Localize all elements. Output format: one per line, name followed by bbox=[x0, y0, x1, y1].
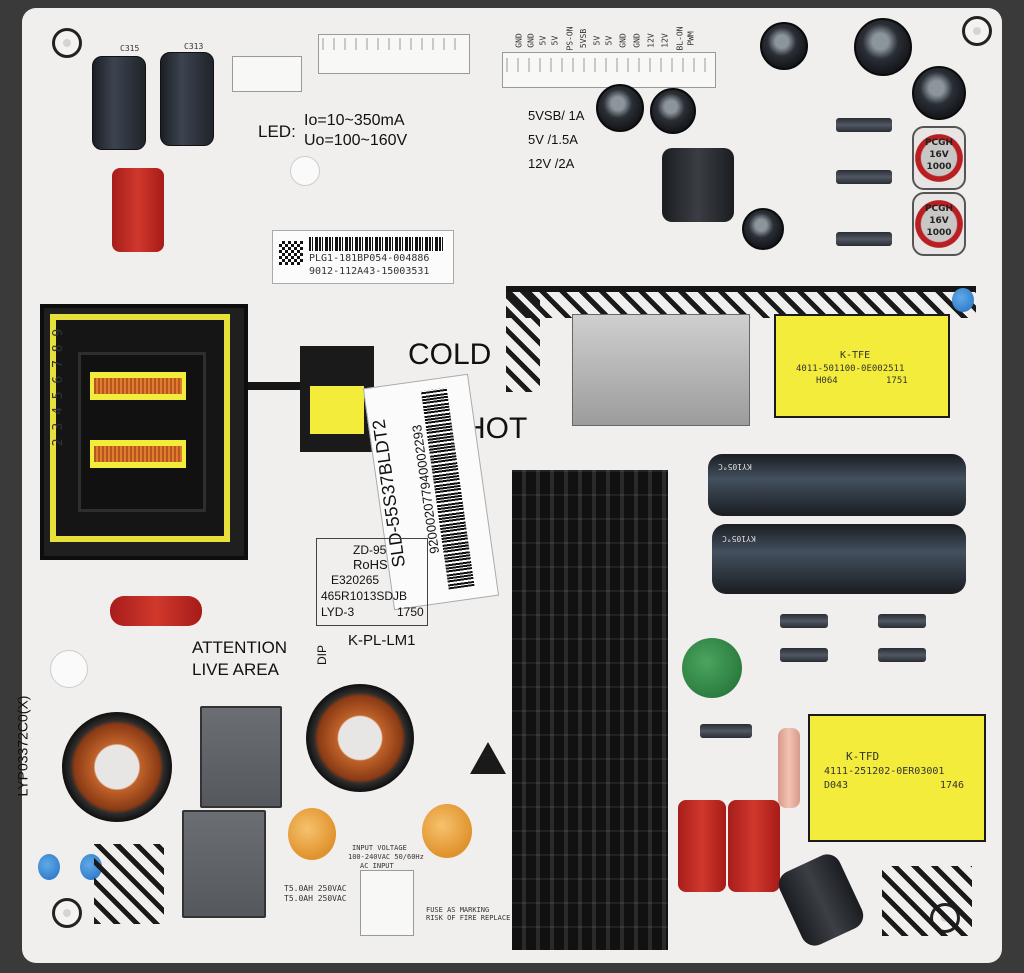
cold-label: COLD bbox=[408, 338, 492, 371]
led-current-spec: Io=10~350mA bbox=[304, 112, 405, 129]
bulk-capacitor: KY105°C bbox=[712, 524, 966, 594]
isolation-hatch bbox=[506, 292, 976, 318]
output-5vsb-spec: 5VSB/ 1A bbox=[528, 108, 585, 123]
electrolytic-capacitor bbox=[742, 208, 784, 250]
rohs-mark: RoHS bbox=[353, 557, 388, 572]
main-transformer bbox=[40, 304, 248, 560]
x-capacitor bbox=[200, 706, 282, 808]
sticker1-line1: PLG1-181BP054-004886 bbox=[309, 253, 430, 264]
ul-code: E320265 bbox=[331, 573, 380, 587]
led-label: LED: bbox=[258, 122, 296, 141]
mounting-hole bbox=[962, 16, 992, 46]
input-range-label: 100-240VAC 50/60Hz bbox=[348, 853, 424, 861]
serial-sticker: PLG1-181BP054-004886 9012-112A43-1500353… bbox=[272, 230, 454, 284]
input-voltage-label: INPUT VOLTAGE bbox=[352, 844, 407, 852]
standoff bbox=[50, 650, 88, 688]
diode bbox=[755, 614, 828, 628]
x-capacitor bbox=[182, 810, 266, 918]
ac-input-label: AC INPUT bbox=[360, 862, 394, 870]
isolation-hatch bbox=[882, 866, 972, 936]
model-code: LYP03372C0(X) bbox=[14, 695, 31, 797]
varistor bbox=[682, 638, 742, 698]
pcb-board: C315 C313 LED: Io=10~350mA Uo=100~160V P… bbox=[14, 8, 1002, 963]
electrolytic-capacitor bbox=[760, 22, 808, 70]
fire-replace-warning: RISK OF FIRE REPLACE bbox=[426, 914, 511, 922]
diode bbox=[853, 648, 926, 662]
live-area-label: LIVE AREA bbox=[192, 660, 279, 679]
common-mode-choke bbox=[306, 684, 414, 792]
led-connector bbox=[232, 56, 302, 92]
capacitor-1000uf: PCGH 16V 1000 bbox=[912, 192, 966, 256]
y-capacitor bbox=[38, 854, 60, 880]
date-code: 1750 bbox=[397, 605, 424, 619]
fuse-rating: T5.0AH 250VAC bbox=[284, 884, 347, 893]
disc-capacitor bbox=[422, 804, 472, 858]
electrolytic-capacitor bbox=[596, 84, 644, 132]
attention-label: ATTENTION bbox=[192, 638, 288, 657]
y-capacitor bbox=[952, 288, 974, 312]
transformer-ktfe: K-TFE 4011-501100-0E002511 H064 1751 bbox=[774, 314, 950, 418]
certification-block: ZD-95 RoHS E320265 465R1013SDJB LYD-3 17… bbox=[316, 538, 428, 626]
high-voltage-warning-icon bbox=[470, 742, 506, 774]
disc-capacitor bbox=[288, 808, 336, 860]
film-capacitor bbox=[110, 596, 202, 626]
pl-code: K-PL-LM1 bbox=[348, 632, 416, 649]
fuse-rating-2: T5.0AH 250VAC bbox=[284, 894, 347, 903]
mounting-hole bbox=[52, 898, 82, 928]
rectifier-diode bbox=[811, 118, 895, 132]
standby-transformer bbox=[300, 346, 374, 452]
diode bbox=[675, 724, 753, 738]
inductor bbox=[774, 849, 868, 951]
bulk-capacitor: KY105°C bbox=[708, 454, 966, 516]
electrolytic-capacitor bbox=[650, 88, 696, 134]
mosfet-bracket bbox=[572, 314, 750, 426]
lyd-code: LYD-3 bbox=[321, 605, 355, 619]
rectifier-diode bbox=[811, 232, 895, 246]
qr-code bbox=[279, 241, 303, 265]
capacitor-1000uf: PCGH 16V 1000 bbox=[912, 126, 966, 190]
connector-pin-labels: GND GND 5V 5V PS-ON 5VSB 5V 5V GND GND 1… bbox=[514, 26, 696, 51]
electrolytic-capacitor bbox=[160, 52, 214, 146]
electrolytic-capacitor bbox=[854, 18, 912, 76]
output-5v-spec: 5V /1.5A bbox=[528, 132, 578, 147]
mounting-hole bbox=[52, 28, 82, 58]
standoff bbox=[290, 156, 320, 186]
output-12v-spec: 12V /2A bbox=[528, 156, 575, 171]
led-voltage-spec: Uo=100~160V bbox=[304, 132, 408, 149]
fuse-marking: FUSE AS MARKING bbox=[426, 906, 490, 914]
isolation-hatch bbox=[506, 292, 540, 392]
diode bbox=[755, 648, 828, 662]
ruler-digits: 2 3 4 5 6 7 8 9 bbox=[51, 328, 67, 447]
ac-input-connector bbox=[360, 870, 414, 936]
sticker1-line2: 9012-112A43-15003531 bbox=[309, 266, 430, 277]
isolation-hatch bbox=[94, 844, 164, 924]
film-capacitor bbox=[678, 800, 726, 892]
transformer-ktfd: K-TFD 4111-251202-0ER03001 D043 1746 bbox=[808, 714, 986, 842]
barcode bbox=[309, 237, 445, 251]
dip-label: DIP bbox=[315, 644, 330, 666]
isolation-line bbox=[506, 286, 976, 292]
film-capacitor bbox=[728, 800, 780, 892]
electrolytic-capacitor bbox=[912, 66, 966, 120]
zd-code: ZD-95 bbox=[353, 543, 387, 557]
board-code: 465R1013SDJB bbox=[321, 589, 408, 603]
rectifier-diode bbox=[811, 170, 895, 184]
diode bbox=[853, 614, 926, 628]
heatsink bbox=[512, 470, 668, 950]
resistor bbox=[778, 728, 800, 808]
film-capacitor bbox=[112, 168, 164, 252]
output-choke bbox=[662, 148, 734, 222]
electrolytic-capacitor bbox=[92, 56, 146, 150]
common-mode-choke bbox=[62, 712, 172, 822]
isolation-line bbox=[248, 382, 300, 390]
